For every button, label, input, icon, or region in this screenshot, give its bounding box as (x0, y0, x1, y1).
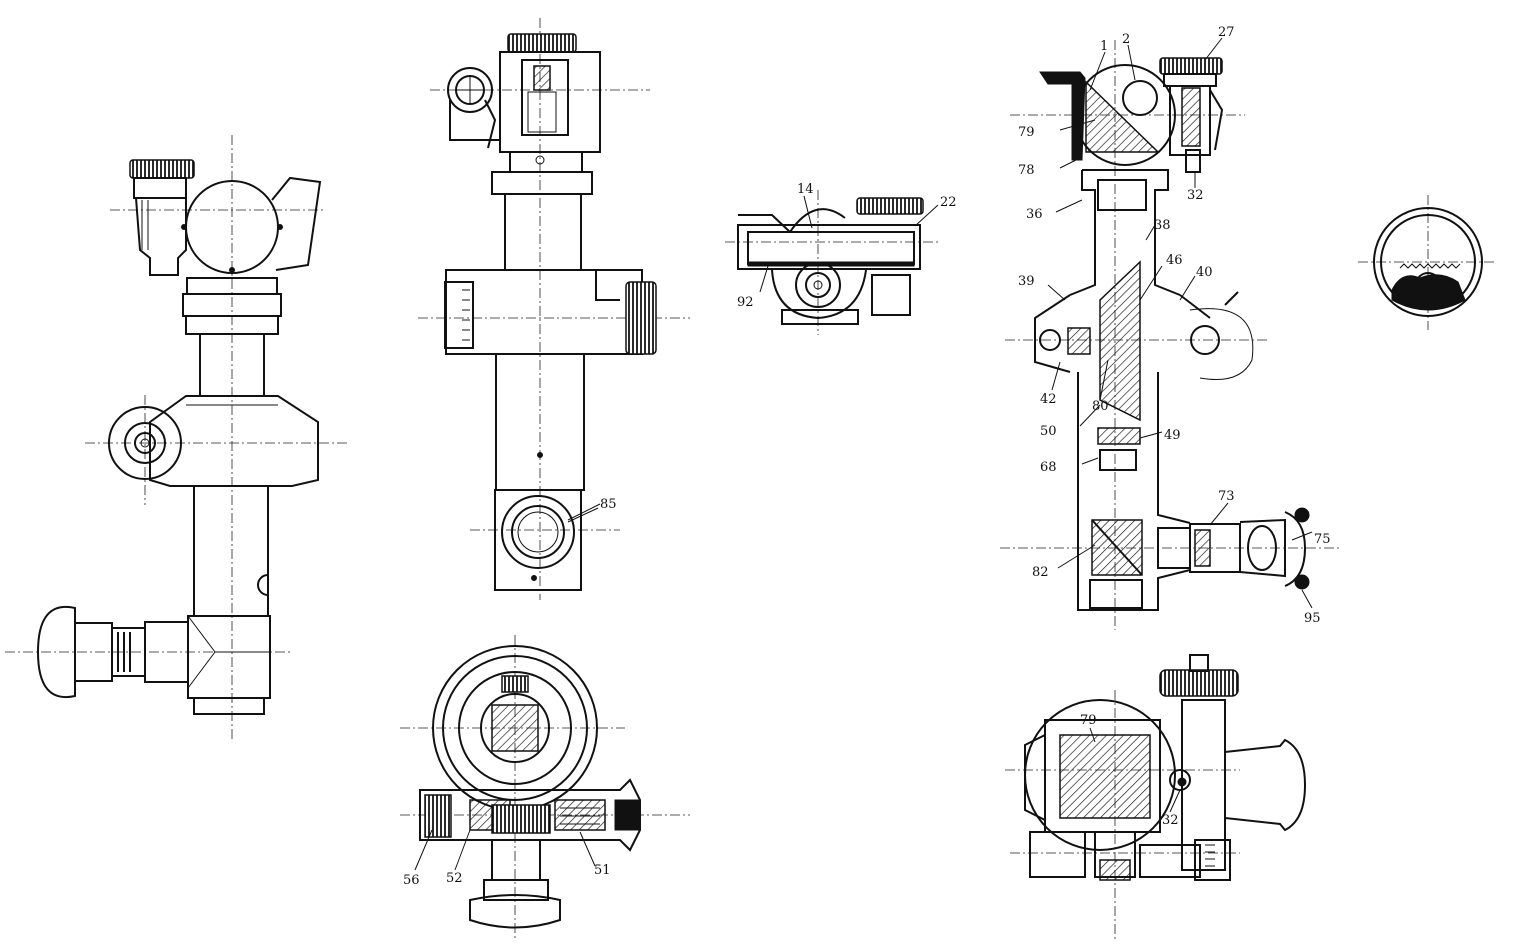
front-elevation-view (418, 18, 690, 600)
callout-75: 75 (1314, 532, 1331, 547)
callout-40: 40 (1196, 265, 1213, 280)
callout-42: 42 (1040, 392, 1057, 407)
callout-labels: 85 14 22 92 1 2 27 79 78 32 36 38 46 39 … (403, 25, 1331, 888)
callout-68: 68 (1040, 460, 1057, 475)
callout-78: 78 (1018, 163, 1035, 178)
callout-82: 82 (1032, 565, 1049, 580)
callout-1: 1 (1100, 39, 1108, 54)
callout-56: 56 (403, 873, 420, 888)
callout-85: 85 (600, 497, 617, 512)
callout-27: 27 (1218, 25, 1235, 40)
scale-detail-view (1358, 195, 1495, 330)
callout-50: 50 (1040, 424, 1057, 439)
side-elevation-view (5, 135, 350, 740)
top-view-view (725, 190, 940, 335)
callout-14: 14 (797, 182, 814, 197)
callout-22: 22 (940, 195, 957, 210)
callout-38: 38 (1154, 218, 1171, 233)
callout-80: 80 (1092, 399, 1109, 414)
callout-39: 39 (1018, 274, 1035, 289)
callout-49: 49 (1164, 428, 1181, 443)
leader-lines (414, 37, 1313, 871)
callout-36: 36 (1026, 207, 1043, 222)
worm-drive-section-view (400, 635, 690, 940)
sectional-view-view (1000, 40, 1340, 630)
callout-32: 32 (1187, 188, 1204, 203)
callout-46: 46 (1166, 253, 1183, 268)
callout-79-lower: 79 (1080, 713, 1097, 728)
callout-32-lower: 32 (1162, 813, 1179, 828)
callout-95: 95 (1304, 611, 1321, 626)
callout-2: 2 (1122, 32, 1130, 47)
callout-52: 52 (446, 871, 463, 886)
callout-79: 79 (1018, 125, 1035, 140)
callout-92: 92 (737, 295, 754, 310)
prism-head-section-view (1005, 654, 1307, 940)
callout-51: 51 (594, 863, 611, 878)
callout-73: 73 (1218, 489, 1235, 504)
